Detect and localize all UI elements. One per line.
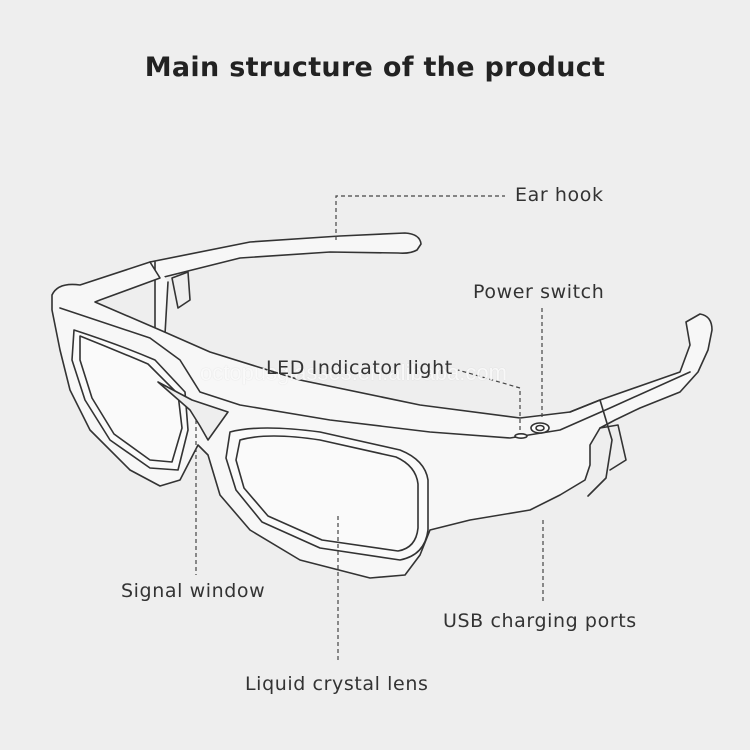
lens-label: Liquid crystal lens <box>245 673 429 695</box>
frame-front <box>51 261 713 579</box>
signal-window-label: Signal window <box>121 580 266 602</box>
led-indicator-leader <box>457 369 521 430</box>
left-lens <box>71 329 189 471</box>
right-lens <box>225 427 429 561</box>
ear-hook-leader <box>335 195 505 240</box>
watermark: octopusglasses.en.alibaba.com <box>200 360 507 385</box>
power-switch-icon <box>530 422 550 434</box>
usb-ports-label: USB charging ports <box>443 610 637 632</box>
led-indicator-icon <box>514 432 528 439</box>
ear-hook-arm <box>149 232 422 279</box>
ear-hook-label: Ear hook <box>515 184 604 206</box>
led-indicator-label: LED Indicator light <box>266 357 453 379</box>
page-title: Main structure of the product <box>144 52 606 83</box>
power-switch-label: Power switch <box>473 281 605 303</box>
